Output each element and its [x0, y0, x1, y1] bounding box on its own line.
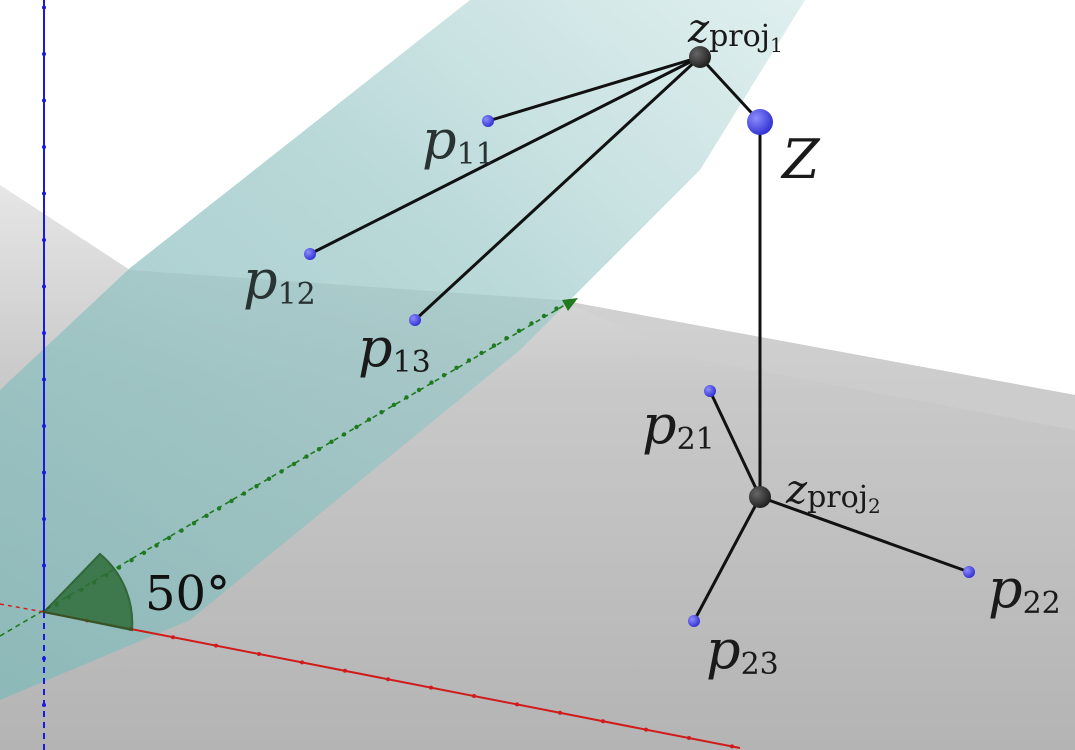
- axis-tick: [42, 145, 46, 149]
- angle-label: 50°: [145, 566, 230, 622]
- axis-tick: [687, 736, 691, 740]
- axis-tick: [566, 299, 572, 304]
- axis-tick: [266, 476, 272, 481]
- axis-tick: [42, 238, 46, 242]
- axis-tick: [116, 565, 122, 570]
- segment-zproj1-p13: [413, 55, 702, 322]
- label-p11: p11: [422, 108, 495, 172]
- axis-tick: [429, 380, 434, 385]
- angle-sector: [42, 552, 134, 632]
- axis-tick: [166, 535, 172, 541]
- point-p13[interactable]: [409, 314, 421, 326]
- axis-tick: [341, 432, 347, 437]
- axis-tick: [466, 358, 472, 363]
- segment-zproj1-p11: [487, 55, 701, 123]
- label-p22: p22: [988, 557, 1061, 621]
- axis-tick: [204, 513, 209, 518]
- axis-tick: [42, 52, 46, 56]
- axis-tick: [214, 643, 218, 648]
- axis-tick: [644, 727, 648, 732]
- axis-tick: [42, 5, 46, 10]
- label-Z: Z: [780, 128, 821, 191]
- axis-tick: [42, 517, 46, 521]
- segment-zproj1-Z: [698, 55, 762, 124]
- axis-tick: [441, 373, 447, 378]
- axis-tick: [216, 506, 222, 511]
- point-Z[interactable]: [747, 109, 773, 135]
- axis-tick: [329, 439, 334, 444]
- point-p21[interactable]: [704, 385, 716, 397]
- axis-tick: [129, 558, 134, 563]
- label-p23: p23: [706, 618, 779, 682]
- tilted-plane: [0, 0, 805, 700]
- axis-tick: [141, 550, 147, 555]
- axis-tick: [504, 336, 509, 341]
- axis-tick: [42, 563, 46, 568]
- axis-tick: [379, 410, 384, 415]
- axis-tick: [316, 447, 322, 452]
- point-p23[interactable]: [688, 615, 700, 627]
- axis-tick: [354, 424, 359, 430]
- segment-zproj2-p21: [708, 390, 762, 498]
- axis-tick: [179, 528, 184, 533]
- axis-tick: [429, 685, 433, 690]
- axis-tick: [279, 469, 284, 474]
- axis-tick: [229, 498, 234, 504]
- x-axis: [43, 611, 741, 749]
- axis-tick: [257, 652, 261, 656]
- point-p11[interactable]: [482, 115, 494, 127]
- segment-zproj2-p22: [759, 495, 970, 574]
- axis-tick: [42, 424, 46, 428]
- point-p22[interactable]: [963, 566, 975, 578]
- label-p12: p12: [243, 248, 316, 312]
- axis-tick: [42, 470, 46, 475]
- point-p12[interactable]: [304, 248, 316, 260]
- axis-tick: [479, 350, 484, 356]
- axis-tick: [404, 395, 409, 400]
- axis-tick: [241, 491, 247, 496]
- axis-tick: [343, 668, 347, 673]
- y-axis-arrow: [562, 298, 578, 311]
- axis-tick: [191, 521, 197, 526]
- axis-tick: [42, 703, 46, 707]
- axis-tick: [558, 710, 562, 715]
- point-zproj1[interactable]: [689, 46, 711, 68]
- axis-tick: [386, 677, 390, 682]
- axis-tick: [42, 284, 46, 289]
- axis-tick: [391, 402, 397, 407]
- segment-zproj1-p12: [309, 55, 701, 256]
- label-zproj1: zproj1: [687, 6, 783, 57]
- axis-tick: [472, 694, 476, 698]
- axis-tick: [42, 191, 46, 196]
- axis-tick: [515, 702, 519, 707]
- axis-tick: [291, 461, 297, 467]
- axis-tick: [416, 387, 422, 393]
- axis-tick: [42, 377, 46, 382]
- axis-tick: [601, 719, 605, 724]
- axis-tick: [541, 313, 547, 319]
- axis-tick: [554, 306, 559, 311]
- axis-tick: [42, 656, 46, 661]
- label-p21: p21: [642, 393, 715, 457]
- axis-tick: [304, 454, 309, 459]
- axis-tick: [529, 321, 534, 326]
- axis-tick: [171, 635, 175, 640]
- point-zproj2[interactable]: [749, 486, 771, 508]
- axis-tick: [254, 484, 259, 489]
- axis-tick: [454, 365, 459, 370]
- axis-tick: [366, 417, 372, 422]
- label-p13: p13: [358, 316, 431, 380]
- axis-tick: [730, 744, 734, 749]
- axis-tick: [300, 660, 304, 665]
- axis-tick: [491, 343, 497, 348]
- axis-tick: [516, 328, 522, 333]
- axis-tick: [42, 98, 46, 103]
- z-axis-ticks: [42, 5, 46, 707]
- ground-plane-back-shadow: [560, 300, 1075, 430]
- axis-tick: [154, 543, 159, 548]
- segment-zproj2-p23: [692, 496, 762, 622]
- label-zproj2: zproj2: [785, 467, 881, 518]
- axis-tick: [42, 331, 46, 335]
